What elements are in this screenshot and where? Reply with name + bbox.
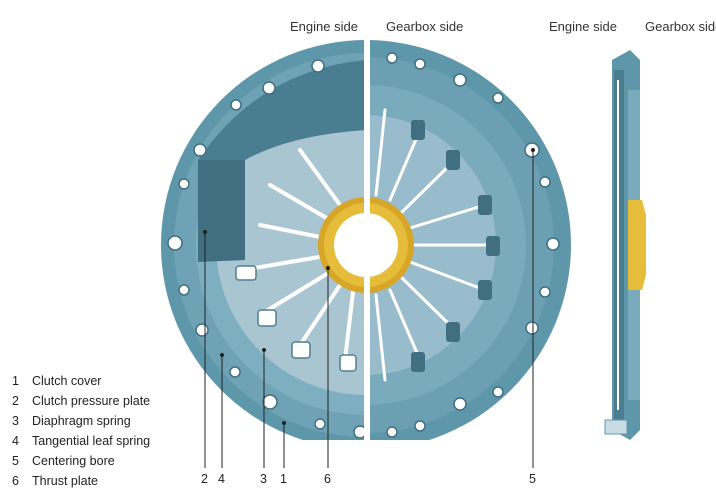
gearbox-side-half: [370, 40, 571, 440]
legend-item: 3 Diaphragm spring: [12, 411, 150, 431]
legend-label: Centering bore: [32, 454, 115, 468]
callout-6: 6: [324, 472, 331, 486]
legend-item: 1 Clutch cover: [12, 371, 150, 391]
spring-fingers: [253, 148, 355, 362]
legend-label: Tangential leaf spring: [32, 434, 151, 448]
engine-side-header: Engine side: [290, 19, 358, 34]
legend-number: 1: [12, 374, 19, 388]
legend-number: 6: [12, 474, 19, 488]
legend-number: 5: [12, 454, 19, 468]
legend-number: 2: [12, 394, 19, 408]
callout-4: 4: [218, 472, 225, 486]
callout-3: 3: [260, 472, 267, 486]
side-view-gearbox-header: Gearbox side: [645, 19, 716, 34]
engine-side-half: [161, 40, 365, 440]
callout-1: 1: [280, 472, 287, 486]
legend-number: 4: [12, 434, 19, 448]
side-view-section: [604, 50, 646, 440]
side-thrust-plate: [628, 200, 646, 290]
callout-2: 2: [201, 472, 208, 486]
legend-item: 4 Tangential leaf spring: [12, 431, 150, 451]
legend-label: Thrust plate: [32, 474, 99, 488]
centering-bores: [386, 52, 560, 438]
legend-item: 2 Clutch pressure plate: [12, 391, 150, 411]
legend: 1 Clutch cover 2 Clutch pressure plate 3…: [12, 371, 150, 491]
legend-item: 5 Centering bore: [12, 451, 150, 471]
section-divider: [364, 40, 370, 440]
legend-label: Clutch pressure plate: [32, 394, 151, 408]
legend-number: 3: [12, 414, 19, 428]
pressure-plate: [198, 150, 245, 262]
side-view-engine-header: Engine side: [549, 19, 617, 34]
callout-lines: [204, 150, 534, 468]
callout-5: 5: [529, 472, 536, 486]
legend-label: Diaphragm spring: [32, 414, 131, 428]
legend-label: Clutch cover: [32, 374, 102, 388]
rim-bolts: [167, 59, 365, 439]
gearbox-side-header: Gearbox side: [386, 19, 464, 34]
legend-item: 6 Thrust plate: [12, 471, 150, 491]
